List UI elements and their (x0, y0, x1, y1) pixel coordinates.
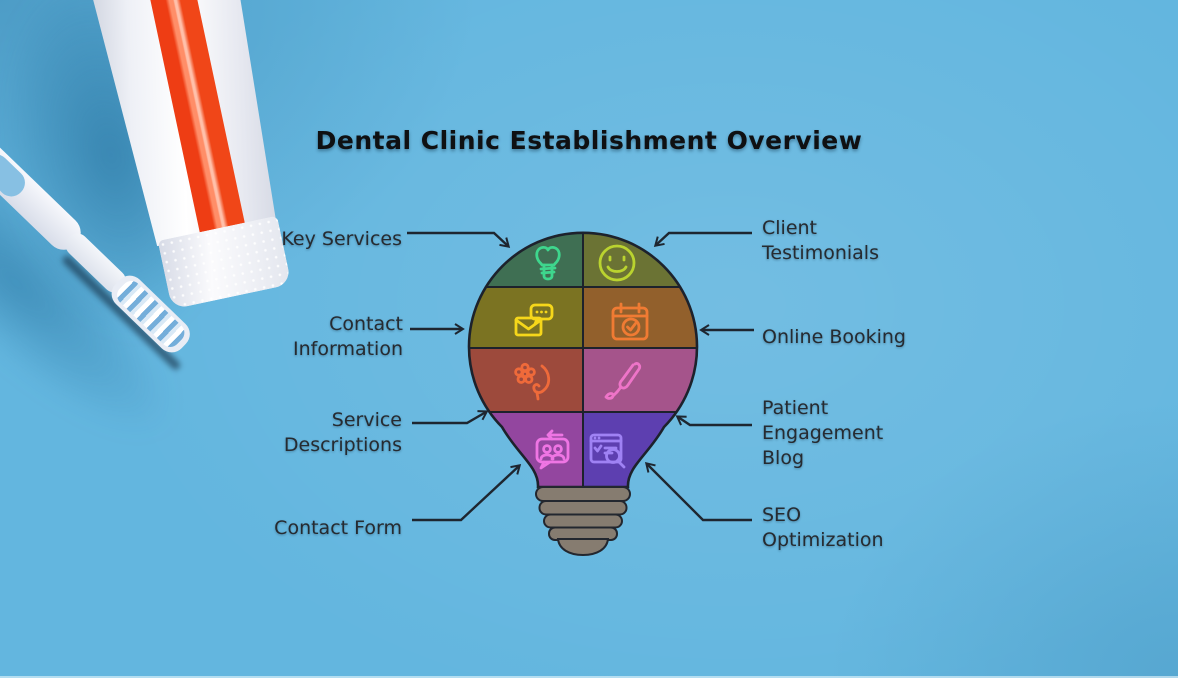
label-client-testimonials: Client Testimonials (762, 217, 879, 264)
people-chat-icon (535, 429, 570, 470)
email-message-icon (514, 303, 554, 337)
label-patient-engagement-blog: Patient Engagement Blog (762, 397, 884, 469)
smiley-face-icon (598, 244, 636, 282)
calendar-check-icon (611, 302, 649, 341)
label-seo-optimization: SEO Optimization (762, 504, 884, 551)
seo-search-icon (589, 433, 626, 469)
label-service-descriptions: Service Descriptions (283, 409, 402, 456)
photo-bottom-edge (0, 676, 1178, 678)
label-key-services: Key Services (281, 228, 402, 250)
bulb-screw-base (535, 486, 631, 557)
bulb-segment-key-services (469, 232, 583, 287)
segment-dividers (469, 232, 698, 487)
bulb-segment-service-descriptions (469, 348, 583, 412)
bulb-segment-contact-form (469, 412, 583, 487)
bulb-outline (467, 231, 699, 489)
label-contact-form: Contact Form (274, 517, 402, 539)
dental-implant-icon (535, 245, 561, 281)
bulb-segment-patient-engagement-blog (583, 348, 698, 412)
label-contact-information: Contact Information (293, 313, 403, 360)
bulb-segment-seo-optimization (583, 412, 698, 487)
lightbulb-diagram (467, 231, 699, 557)
flower-in-hand-icon (514, 362, 551, 401)
page-title: Dental Clinic Establishment Overview (315, 126, 863, 155)
label-online-booking: Online Booking (762, 326, 906, 348)
pen-writing-icon (604, 362, 642, 400)
